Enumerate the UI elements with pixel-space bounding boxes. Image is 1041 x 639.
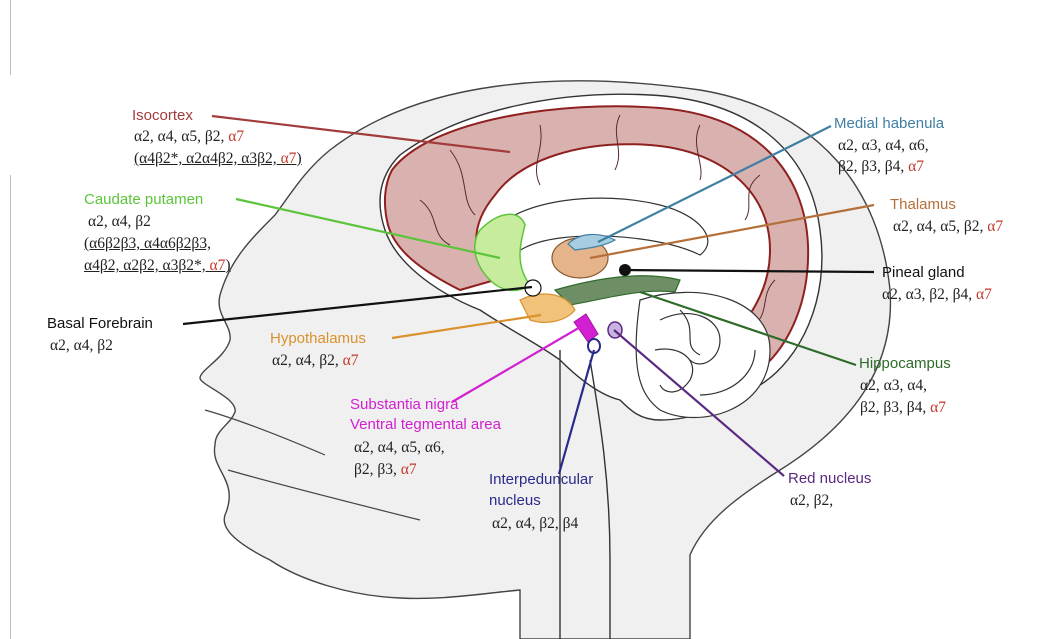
pineal-gland-label: Pineal gland — [882, 263, 965, 283]
hippocampus-subunit-list: β2, β3, β4, — [860, 399, 926, 416]
isocortex-subunit-list: α2, α4, α5, β2, — [134, 128, 224, 145]
interpeduncular-label-1: Interpeduncular — [489, 470, 593, 490]
basal-forebrain-label: Basal Forebrain — [47, 314, 153, 334]
substantia-nigra-subunit-list: β2, β3, — [354, 461, 397, 478]
pineal-gland-alpha7: α7 — [976, 286, 992, 303]
medial-habenula-subunits-2: β2, β3, β4, α7 — [838, 157, 924, 177]
caudate-putamen-label: Caudate putamen — [84, 190, 203, 210]
hypothalamus-label: Hypothalamus — [270, 329, 366, 349]
isocortex-alpha7: α7 — [228, 128, 244, 145]
hippocampus-alpha7: α7 — [930, 399, 946, 416]
caudate-complex-close: ) — [225, 257, 230, 274]
pineal-gland-subunit-list: α2, α3, β2, β4, — [882, 286, 972, 303]
substantia-nigra-label: Substantia nigra — [350, 395, 458, 415]
medial-habenula-subunit-list: β2, β3, β4, — [838, 158, 904, 175]
isocortex-label: Isocortex — [132, 106, 193, 126]
substantia-nigra-alpha7: α7 — [401, 461, 417, 478]
medial-habenula-label: Medial habenula — [834, 114, 944, 134]
substantia-nigra-subunits-1: α2, α4, α5, α6, — [354, 438, 445, 458]
interpeduncular-subunits: α2, α4, β2, β4 — [492, 514, 578, 534]
hypothalamus-subunit-list: α2, α4, β2, — [272, 352, 339, 369]
ventral-tegmental-label: Ventral tegmental area — [350, 415, 501, 435]
interpeduncular-label-2: nucleus — [489, 491, 541, 511]
caudate-complex-alpha7: α7 — [210, 257, 226, 274]
medial-habenula-alpha7: α7 — [908, 158, 924, 175]
thalamus-subunit-list: α2, α4, α5, β2, — [893, 218, 983, 235]
hippocampus-subunits-1: α2, α3, α4, — [860, 376, 927, 396]
isocortex-complex-list: (α4β2*, α2α4β2, α3β2, — [134, 150, 277, 167]
thalamus-subunits: α2, α4, α5, β2, α7 — [893, 217, 1003, 237]
pineal-gland-subunits: α2, α3, β2, β4, α7 — [882, 285, 992, 305]
isocortex-complex-close: ) — [296, 150, 301, 167]
basal-forebrain-subunits: α2, α4, β2 — [50, 336, 113, 356]
caudate-putamen-complexes-2: α4β2, α2β2, α3β2*, α7) — [84, 256, 231, 276]
red-nucleus-subunits: α2, β2, — [790, 491, 833, 511]
isocortex-complex-alpha7: α7 — [281, 150, 297, 167]
thalamus-label: Thalamus — [890, 195, 956, 215]
caudate-putamen-complexes-1: (α6β2β3, α4α6β2β3, — [84, 234, 211, 254]
isocortex-subunits: α2, α4, α5, β2, α7 — [134, 127, 244, 147]
thalamus-alpha7: α7 — [987, 218, 1003, 235]
substantia-nigra-subunits-2: β2, β3, α7 — [354, 460, 417, 480]
medial-habenula-subunits-1: α2, α3, α4, α6, — [838, 136, 929, 156]
hypothalamus-alpha7: α7 — [343, 352, 359, 369]
hippocampus-label: Hippocampus — [859, 354, 951, 374]
red-nucleus-label: Red nucleus — [788, 469, 871, 489]
isocortex-complexes: (α4β2*, α2α4β2, α3β2, α7) — [134, 149, 302, 169]
caudate-complex-list: α4β2, α2β2, α3β2*, — [84, 257, 206, 274]
caudate-putamen-subunits: α2, α4, β2 — [88, 212, 151, 232]
hippocampus-subunits-2: β2, β3, β4, α7 — [860, 398, 946, 418]
hypothalamus-subunits: α2, α4, β2, α7 — [272, 351, 359, 371]
